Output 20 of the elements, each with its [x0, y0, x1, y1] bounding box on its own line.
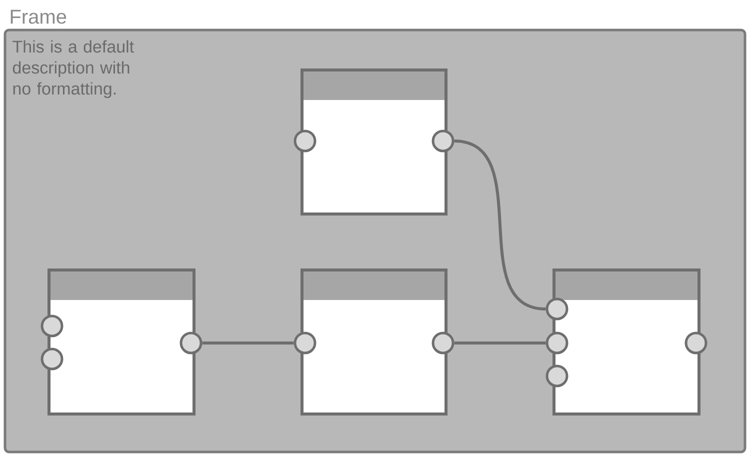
port-circle	[180, 332, 202, 354]
component-box	[552, 268, 700, 416]
port-circle	[432, 130, 454, 152]
description-text: This is a default description with no formatting.	[12, 40, 134, 98]
connector-line	[202, 342, 294, 344]
connector-line	[454, 342, 546, 344]
component-box	[48, 268, 196, 416]
component-box	[300, 68, 448, 216]
port-circle	[294, 332, 316, 354]
port-circle	[546, 364, 568, 388]
port-circle	[432, 332, 454, 354]
port-circle	[40, 314, 64, 338]
port-circle	[546, 332, 568, 354]
port-circle	[684, 332, 708, 354]
frame-title: Frame	[10, 10, 66, 24]
port-circle	[40, 348, 64, 370]
port-circle	[546, 298, 568, 320]
component-box	[300, 268, 448, 416]
connector-line	[454, 140, 546, 310]
port-circle	[294, 130, 316, 152]
